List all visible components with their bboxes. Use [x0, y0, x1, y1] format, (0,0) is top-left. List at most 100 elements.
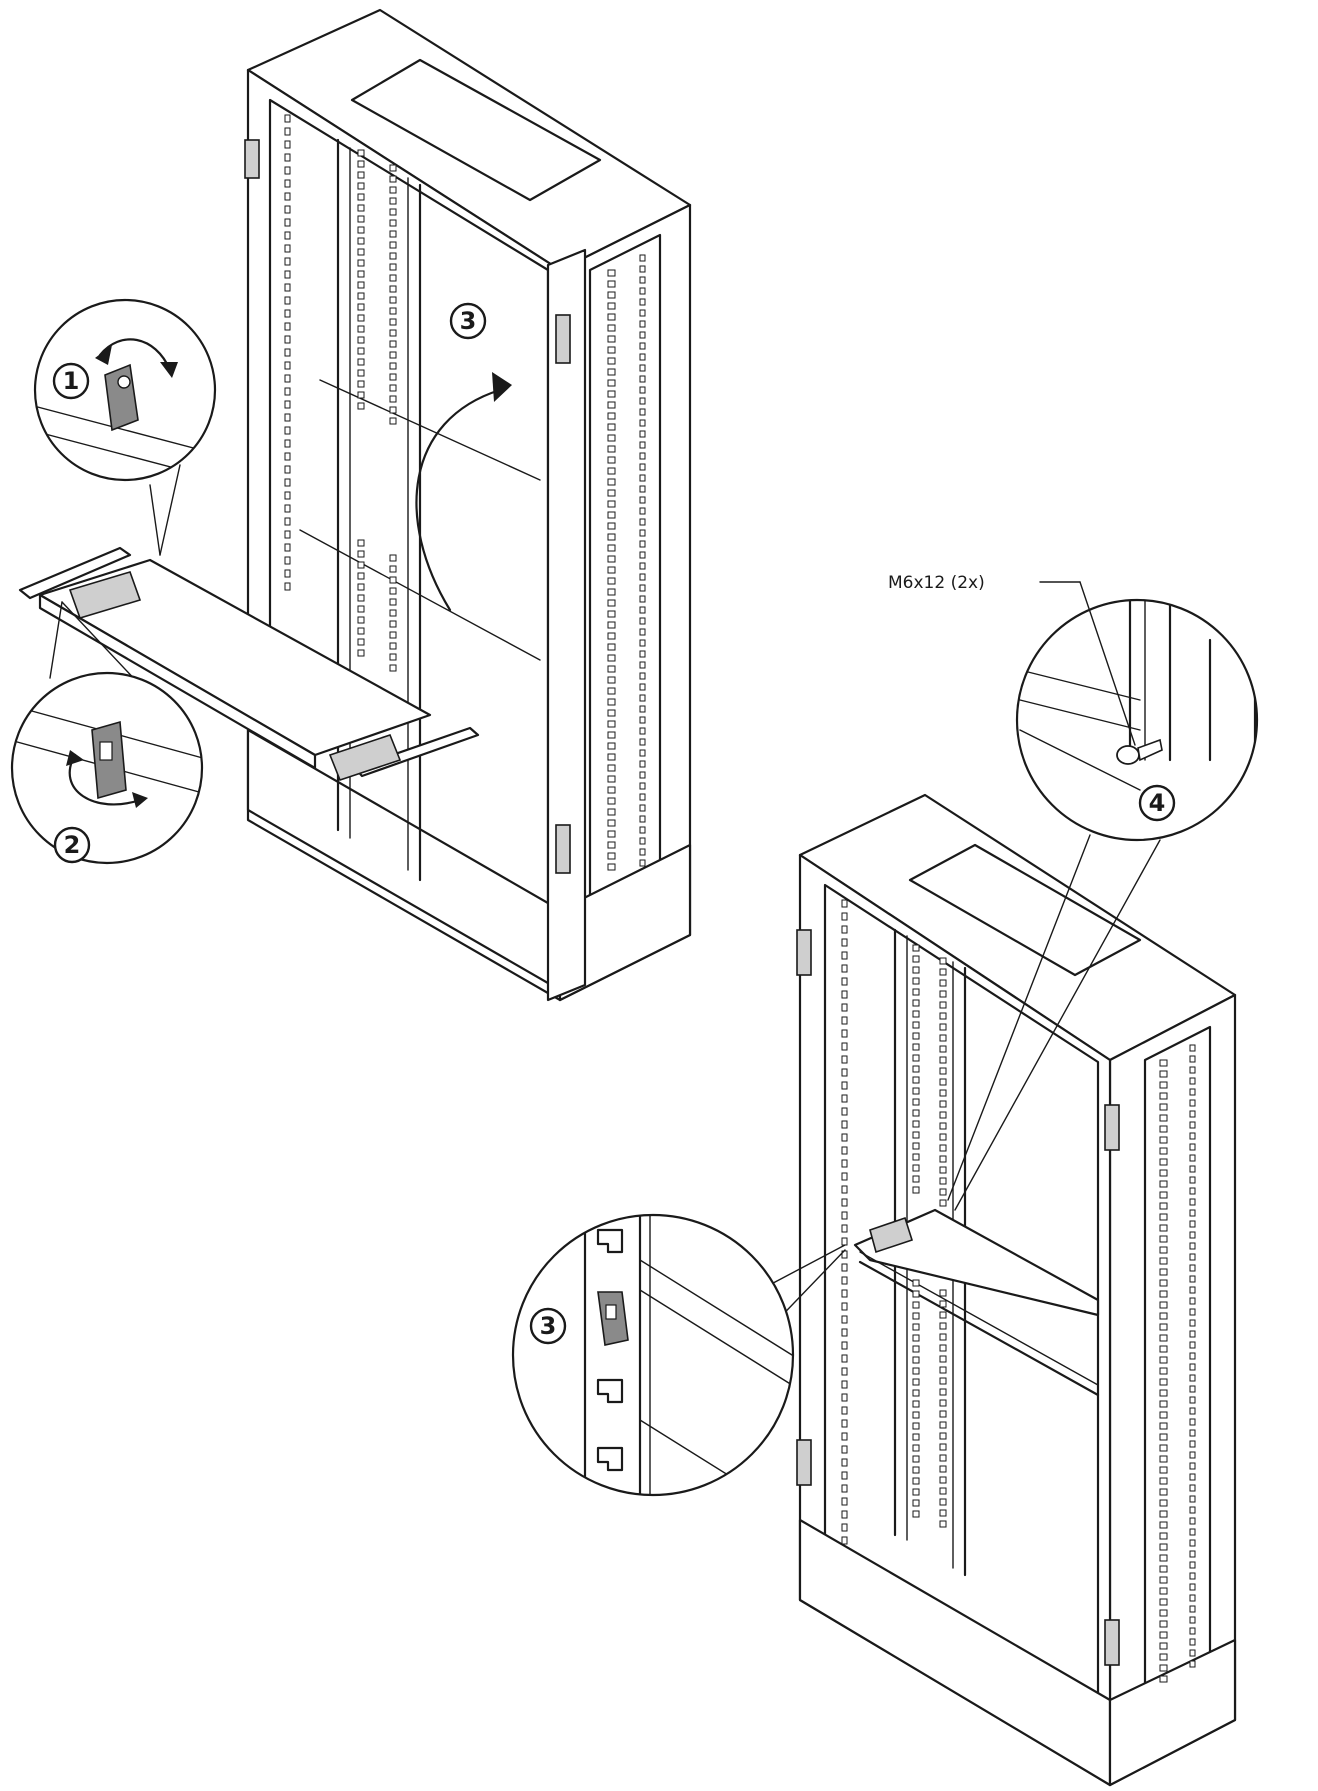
rail-hole [1189, 1286, 1196, 1294]
rail-hole [607, 313, 616, 321]
rail-hole [1189, 1220, 1196, 1228]
rail-hole [912, 1054, 920, 1062]
rail-hole [841, 1172, 848, 1181]
rail-hole [912, 1356, 920, 1364]
rail-hole [1189, 1231, 1196, 1239]
rail-hole [639, 595, 646, 603]
rail-hole [939, 1300, 947, 1308]
swing-arrow-icon [415, 388, 502, 612]
rail-hole [607, 632, 616, 640]
rail-hole [1159, 1664, 1168, 1672]
rail-hole [841, 1393, 848, 1402]
rail-hole [357, 550, 365, 558]
rail-hole [1189, 1396, 1196, 1404]
rail-hole [912, 1021, 920, 1029]
rail-hole [939, 1056, 947, 1064]
rail-hole [389, 609, 397, 617]
step-1-marker [52, 362, 90, 400]
rail-hole [841, 990, 848, 999]
rail-hole [1159, 1422, 1168, 1430]
rail-hole [389, 285, 397, 293]
rail-hole [639, 562, 646, 570]
rail-hole [357, 539, 365, 547]
rail-hole [639, 771, 646, 779]
rail-hole [841, 1120, 848, 1129]
rail-hole [284, 387, 291, 396]
rail-hole [1189, 1176, 1196, 1184]
rail-hole [284, 517, 291, 526]
rail-hole [607, 830, 616, 838]
rail-hole [607, 280, 616, 288]
rail-hole [1189, 1440, 1196, 1448]
rail-hole [1189, 1660, 1196, 1668]
rail-hole [284, 556, 291, 565]
rail-hole [639, 804, 646, 812]
rail-hole [607, 368, 616, 376]
rail-hole [1159, 1444, 1168, 1452]
rail-hole [1189, 1275, 1196, 1283]
rail-hole [912, 955, 920, 963]
rail-hole [939, 1144, 947, 1152]
rail-hole [284, 400, 291, 409]
rail-hole [939, 1067, 947, 1075]
rail-hole [284, 374, 291, 383]
rail-hole [357, 215, 365, 223]
rail-hole [357, 149, 365, 157]
rail-hole [939, 1410, 947, 1418]
rail-hole [841, 977, 848, 986]
rail-hole [939, 1023, 947, 1031]
rail-hole [639, 551, 646, 559]
rail-hole [357, 380, 365, 388]
rail-hole [607, 797, 616, 805]
screw-spec-label: M6x12 (2x) [888, 573, 985, 593]
rail-hole [1189, 1407, 1196, 1415]
rail-hole [639, 265, 646, 273]
rail-hole [639, 331, 646, 339]
rail-hole [389, 373, 397, 381]
rail-hole [357, 638, 365, 646]
rail-hole [912, 1010, 920, 1018]
rail-hole [841, 1536, 848, 1545]
rail-hole [607, 555, 616, 563]
rail-hole [389, 576, 397, 584]
rail-hole [639, 342, 646, 350]
rail-hole [389, 274, 397, 282]
rail-hole [1189, 1605, 1196, 1613]
rail-hole [841, 1354, 848, 1363]
rail-hole [607, 566, 616, 574]
rail-hole [912, 1488, 920, 1496]
perforation-rails-bottom [841, 899, 1196, 1683]
rotate-arrow-icon [98, 338, 172, 372]
rail-slot [596, 1378, 624, 1404]
rail-hole [284, 348, 291, 357]
rail-hole [912, 944, 920, 952]
rail-hole [841, 1458, 848, 1467]
hinge [244, 139, 260, 179]
rail-hole [939, 1122, 947, 1130]
rail-hole [357, 391, 365, 399]
rail-hole [1189, 1462, 1196, 1470]
rail-hole [912, 1378, 920, 1386]
step-3-bottom-label: 3 [540, 1312, 557, 1340]
rail-hole [1159, 1642, 1168, 1650]
rail-hole [607, 533, 616, 541]
rail-hole [284, 322, 291, 331]
rail-hole [607, 786, 616, 794]
rail-hole [1189, 1374, 1196, 1382]
rail-hole [1159, 1455, 1168, 1463]
rail-hole [912, 1087, 920, 1095]
rail-hole [607, 522, 616, 530]
rail-hole [939, 1289, 947, 1297]
rail-hole [841, 1510, 848, 1519]
rail-hole [357, 226, 365, 234]
rail-hole [639, 837, 646, 845]
rail-slot [596, 1228, 624, 1254]
rail-hole [939, 1089, 947, 1097]
rail-hole [1189, 1572, 1196, 1580]
rail-hole [389, 395, 397, 403]
rail-hole [841, 1276, 848, 1285]
rail-hole [607, 335, 616, 343]
rail-hole [939, 1355, 947, 1363]
rail-hole [1159, 1202, 1168, 1210]
rail-hole [912, 1175, 920, 1183]
